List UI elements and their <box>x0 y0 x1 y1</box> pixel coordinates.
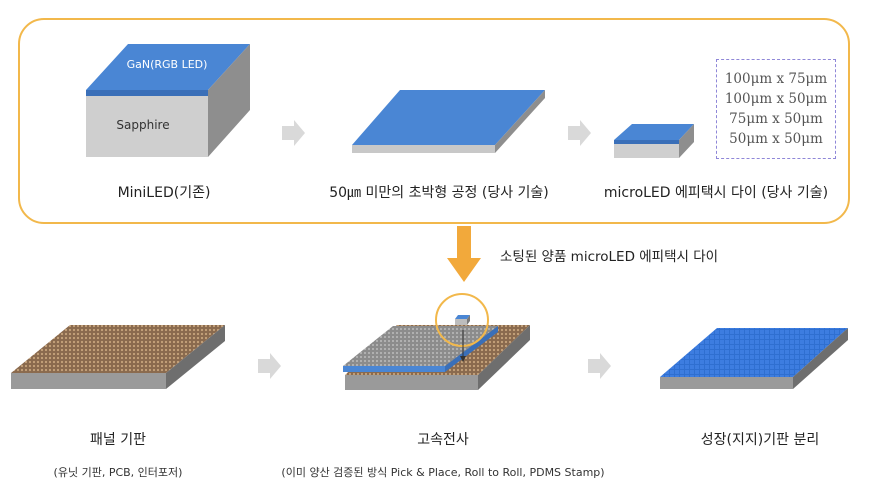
sorted-die-note: 소팅된 양품 microLED 에피택시 다이 <box>500 249 719 265</box>
size-item: 100μm x 50μm <box>724 91 828 107</box>
step-title-panel: 패널 기판 <box>90 432 146 448</box>
thin-wafer <box>352 90 545 153</box>
step-subtitle-transfer: (이미 양산 검증된 방식 Pick & Place, Roll to Roll… <box>281 466 605 479</box>
step-title-separation: 성장(지지)기판 분리 <box>700 432 820 448</box>
miniled-block <box>86 44 250 157</box>
arrow-right-icon <box>568 120 591 146</box>
transfer-magnifier <box>435 293 489 362</box>
step-subtitle-panel: (유닛 기판, PCB, 인터포저) <box>53 466 183 479</box>
arrow-right-icon <box>282 120 305 146</box>
gan-label: GaN(RGB LED) <box>126 58 208 71</box>
transfer-substrate <box>343 325 530 390</box>
microled-die <box>614 124 694 158</box>
caption-miniled: MiniLED(기존) <box>117 185 211 201</box>
size-item: 50μm x 50μm <box>729 131 823 147</box>
separated-substrate <box>660 328 848 389</box>
sapphire-label: Sapphire <box>116 118 170 132</box>
arrow-down-icon <box>447 226 481 282</box>
caption-microled-die: microLED 에피택시 다이 (당사 기술) <box>603 185 829 201</box>
size-item: 100μm x 75μm <box>724 71 828 87</box>
arrow-right-icon <box>588 353 611 379</box>
caption-thin-process: 50㎛ 미만의 초박형 공정 (당사 기술) <box>329 185 549 201</box>
size-list: 100μm x 75μm 100μm x 50μm 75μm x 50μm 50… <box>716 59 836 159</box>
step-title-transfer: 고속전사 <box>417 432 469 448</box>
arrow-right-icon <box>258 353 281 379</box>
panel-substrate <box>11 325 225 389</box>
size-item: 75μm x 50μm <box>729 111 823 127</box>
